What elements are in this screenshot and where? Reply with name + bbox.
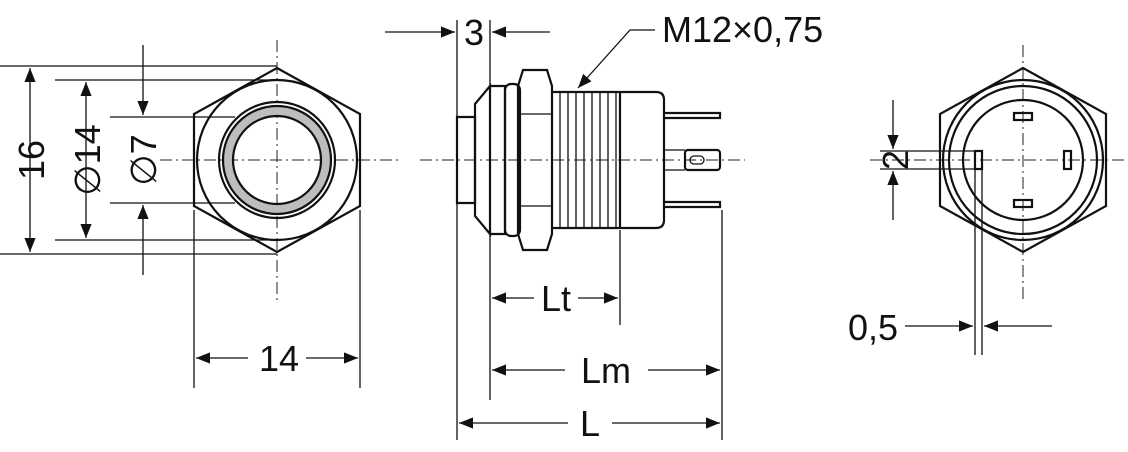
pin-top [1012, 111, 1034, 122]
dim-hex-height: 16 [11, 140, 52, 180]
pin-right [1062, 149, 1073, 171]
side-nut [516, 68, 554, 252]
pin-bottom [1012, 198, 1034, 209]
thread-callout: M12×0,75 [662, 9, 823, 50]
dim-lt: Lt [541, 278, 571, 319]
dim-inner-diameter: ∅7 [123, 134, 164, 185]
dim-outer-diameter: ∅14 [67, 124, 108, 195]
pin-left [973, 149, 984, 171]
dim-pin-spacing: 2 [875, 150, 916, 170]
dim-flange: 3 [464, 12, 484, 53]
rear-view: 2 0,5 [848, 45, 1128, 355]
hex-nut-outline [192, 66, 362, 254]
bezel-outer [217, 100, 337, 220]
dim-lm: Lm [581, 350, 631, 391]
front-view: 16 ∅14 ∅7 14 [0, 40, 400, 388]
side-view: 3 M12×0,75 Lt Lm L [385, 9, 823, 444]
dim-front-width: 14 [259, 338, 299, 379]
rear-hex-outline [938, 66, 1108, 254]
dim-pin-width: 0,5 [848, 307, 898, 348]
dim-l: L [580, 403, 600, 444]
led-ring [223, 106, 331, 214]
